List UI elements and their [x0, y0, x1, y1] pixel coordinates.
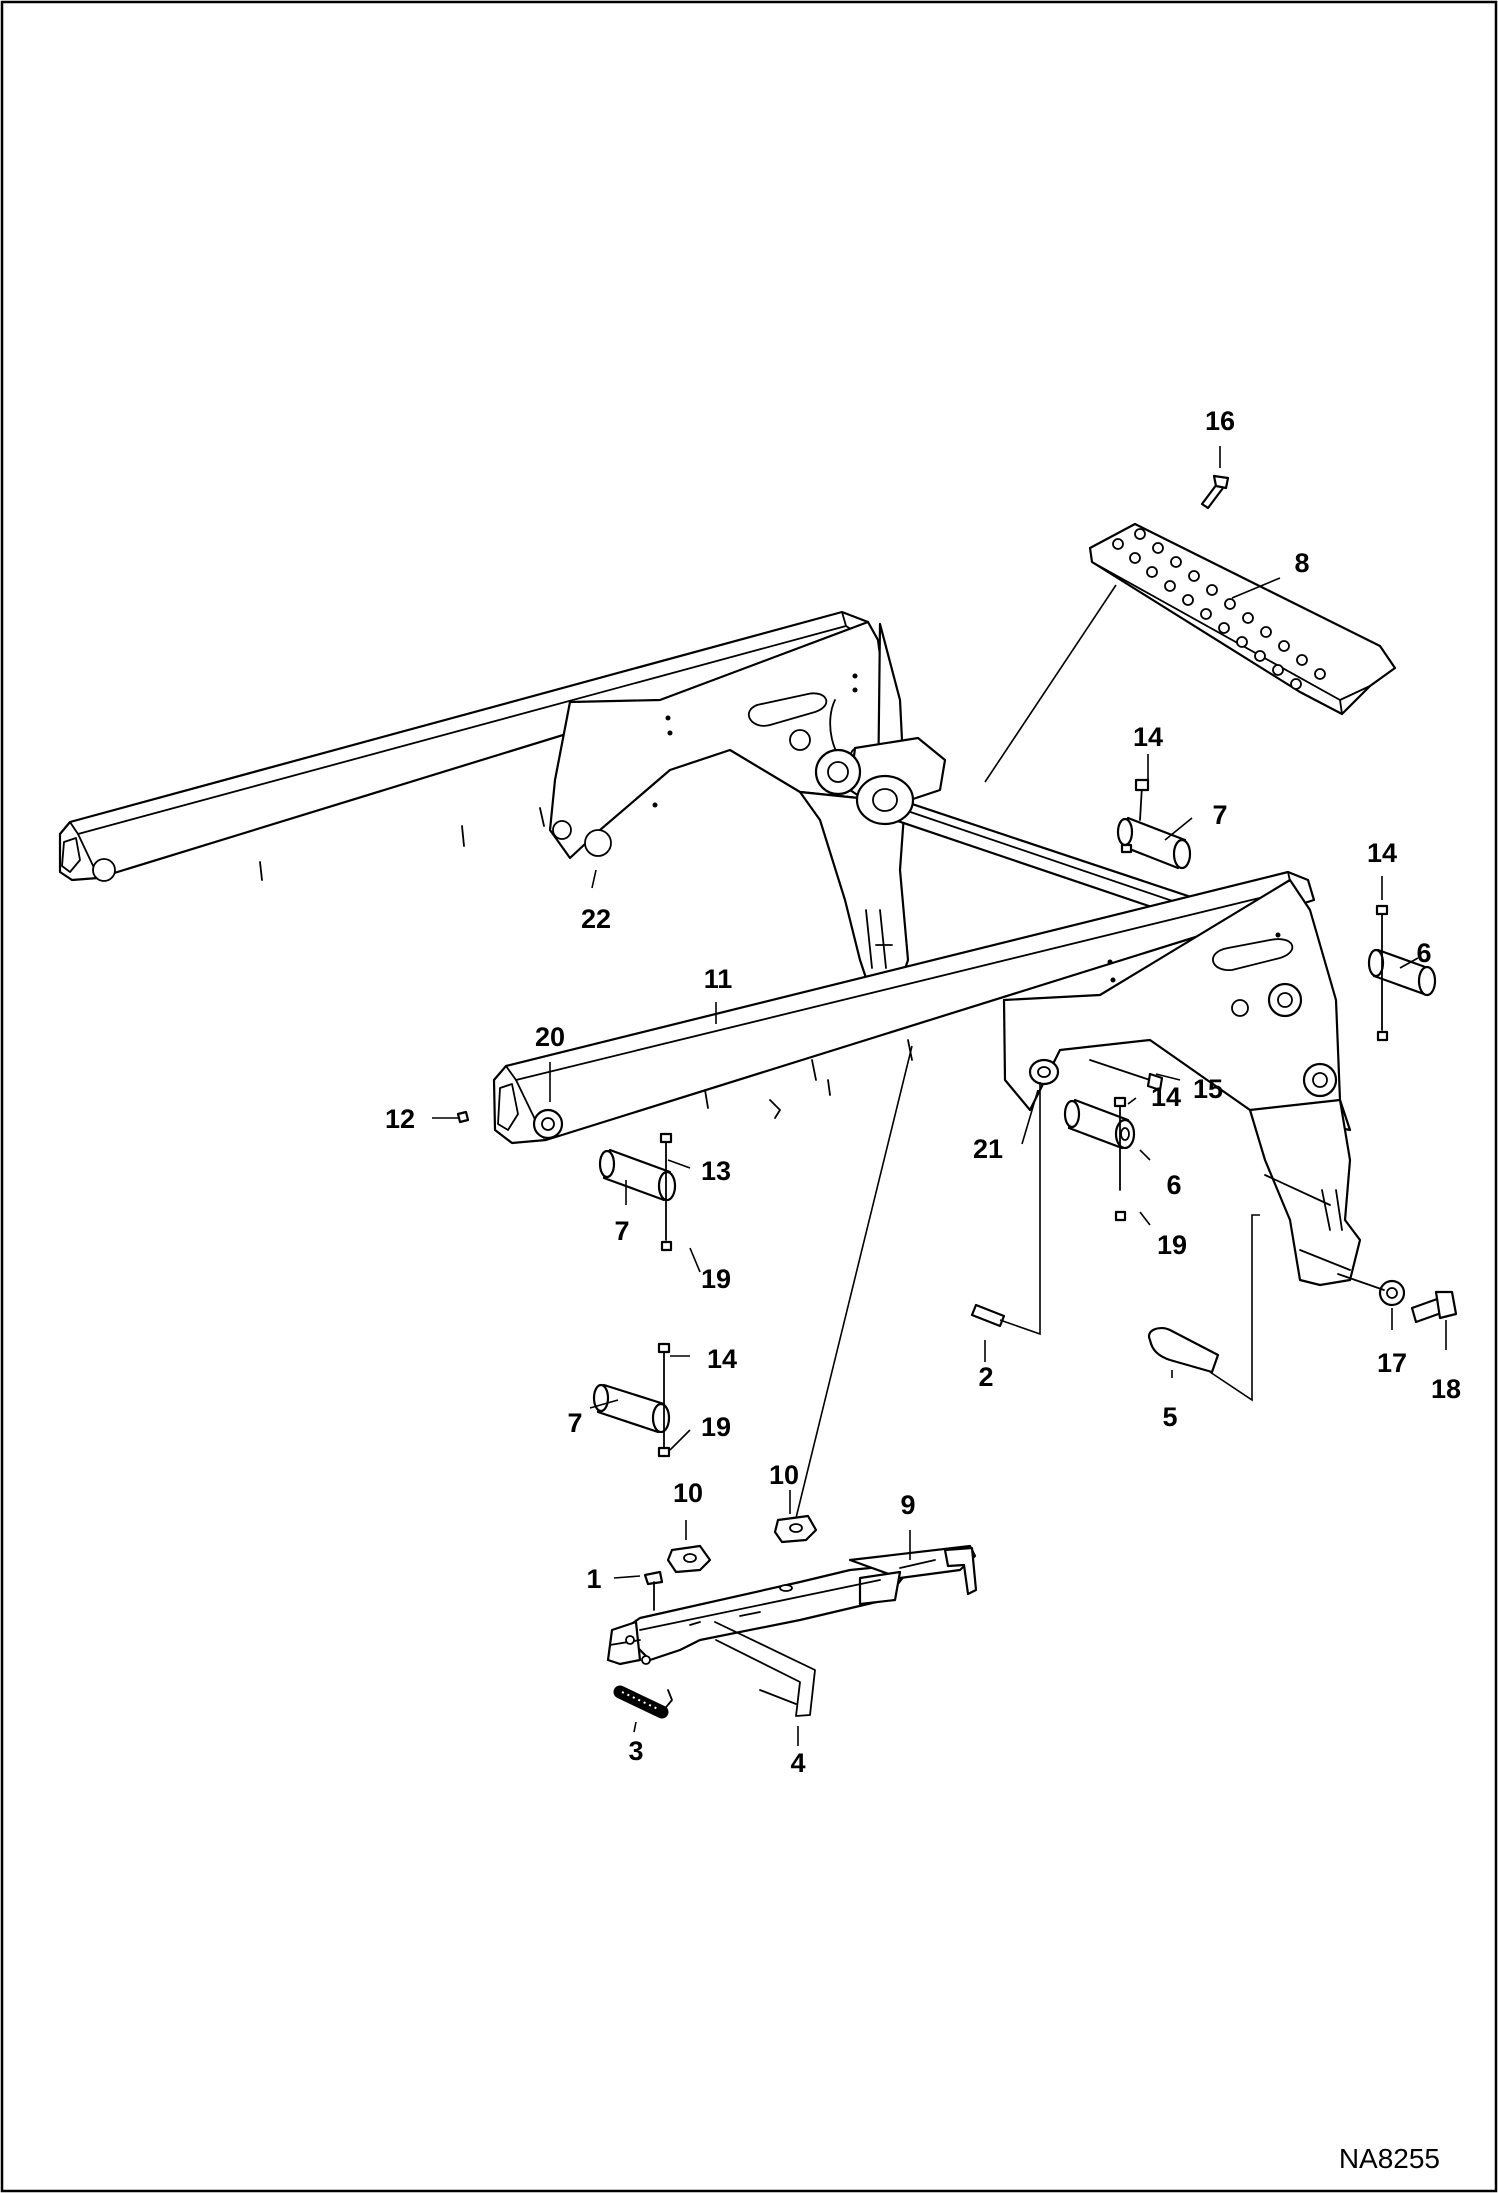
- callout-22: 22: [581, 904, 611, 934]
- callout-7: 7: [1212, 800, 1227, 830]
- callout-6: 6: [1166, 1170, 1181, 1200]
- callout-19: 19: [1157, 1230, 1187, 1260]
- callout-13: 13: [701, 1156, 731, 1186]
- step-plate: [1088, 522, 1397, 716]
- callout-18: 18: [1431, 1374, 1461, 1404]
- callout-9: 9: [900, 1490, 915, 1520]
- step-holes: [1112, 528, 1326, 690]
- hardware: [456, 474, 1458, 1458]
- callout-10: 10: [769, 1460, 799, 1490]
- callout-19: 19: [701, 1264, 731, 1294]
- callout-16: 16: [1205, 406, 1235, 436]
- right-lift-arm: [492, 870, 1362, 1287]
- callout-7: 7: [567, 1408, 582, 1438]
- callout-4: 4: [790, 1748, 805, 1778]
- drawing-number: NA8255: [1339, 2143, 1440, 2174]
- callout-7: 7: [614, 1216, 629, 1246]
- callout-14: 14: [1367, 838, 1397, 868]
- callout-1: 1: [586, 1564, 601, 1594]
- callout-10: 10: [673, 1478, 703, 1508]
- left-lift-arm: [58, 610, 910, 992]
- callout-2: 2: [978, 1362, 993, 1392]
- callout-14: 14: [1151, 1082, 1181, 1112]
- spring: [613, 1685, 673, 1719]
- callout-15: 15: [1193, 1074, 1223, 1104]
- callout-14: 14: [1133, 722, 1163, 752]
- callout-17: 17: [1377, 1348, 1407, 1378]
- cross-tube: [814, 736, 1207, 927]
- callout-14: 14: [707, 1344, 737, 1374]
- callout-3: 3: [628, 1736, 643, 1766]
- callout-6: 6: [1416, 938, 1431, 968]
- callout-20: 20: [535, 1022, 565, 1052]
- callout-11: 11: [704, 964, 733, 994]
- callout-5: 5: [1162, 1402, 1177, 1432]
- leader-lines: [432, 446, 1447, 1746]
- callout-19: 19: [701, 1412, 731, 1442]
- callout-8: 8: [1294, 548, 1309, 578]
- lock-bar-assembly: [606, 1514, 978, 1719]
- callout-12: 12: [385, 1104, 415, 1134]
- callout-21: 21: [973, 1134, 1003, 1164]
- callout-labels: 16 8 14 7 14 6 22 11 20 12 13 7 19 21 14…: [385, 406, 1461, 1778]
